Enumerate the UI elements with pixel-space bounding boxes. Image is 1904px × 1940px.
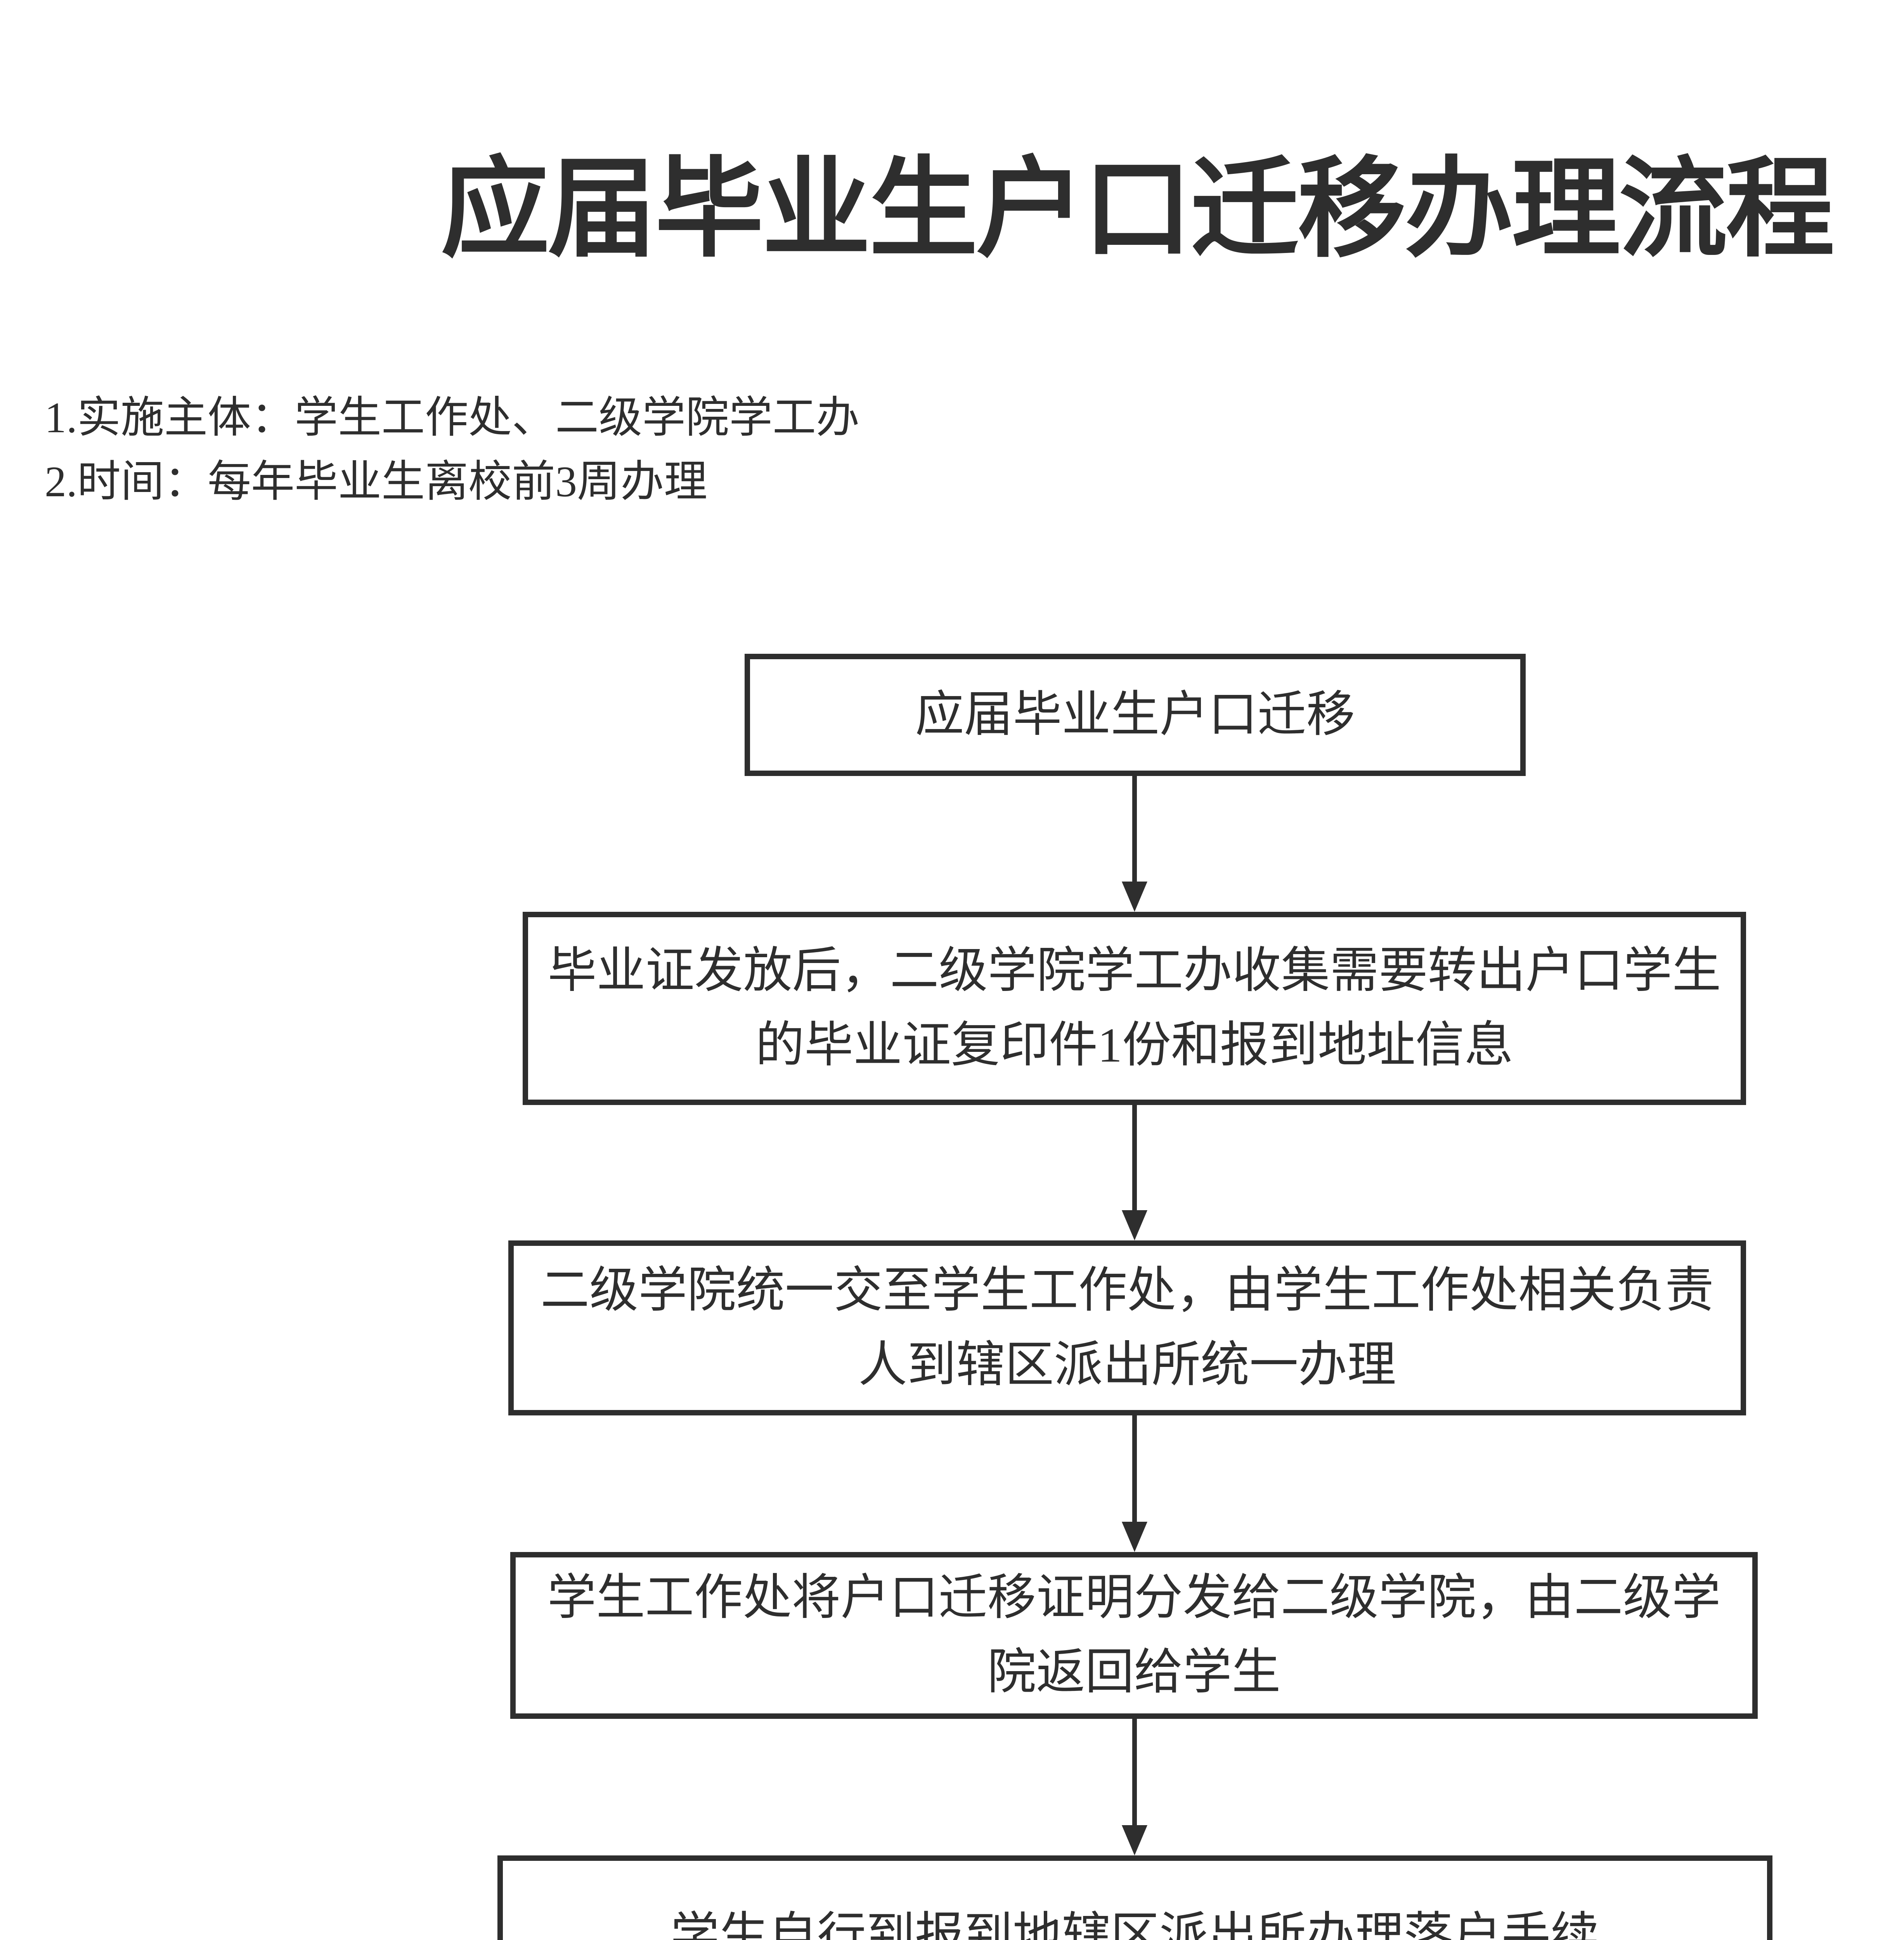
- note-time: 2.时间：每年毕业生离校前3周办理: [45, 458, 707, 506]
- flow-box-settle: 学生自行到报到地辖区派出所办理落户手续: [497, 1855, 1772, 1940]
- arrow-down-icon: [1122, 1210, 1147, 1240]
- flow-box-text: 二级学院统一交至学生工作处，由学生工作处相关负责: [541, 1263, 1714, 1318]
- flow-box-distribute: 学生工作处将户口迁移证明分发给二级学院，由二级学 院返回给学生: [510, 1552, 1758, 1719]
- arrow-line: [1132, 1105, 1137, 1213]
- flow-box-text: 人到辖区派出所统一办理: [858, 1338, 1396, 1392]
- flow-arrow-1: [1122, 776, 1147, 912]
- flow-box-text: 学生工作处将户口迁移证明分发给二级学院，由二级学: [547, 1571, 1721, 1625]
- arrow-down-icon: [1122, 1522, 1147, 1552]
- flow-box-text: 学生自行到报到地辖区派出所办理落户手续: [670, 1909, 1599, 1940]
- arrow-line: [1132, 1415, 1137, 1525]
- note-implementing-body: 1.实施主体：学生工作处、二级学院学工办: [45, 394, 859, 442]
- flow-box-text: 毕业证发放后，二级学院学工办收集需要转出户口学生: [547, 944, 1721, 998]
- flow-box-start: 应届毕业生户口迁移: [745, 654, 1526, 776]
- arrow-down-icon: [1122, 882, 1147, 912]
- flow-arrow-2: [1122, 1105, 1147, 1240]
- flow-box-collect: 毕业证发放后，二级学院学工办收集需要转出户口学生 的毕业证复印件1份和报到地址信…: [523, 912, 1746, 1105]
- flow-arrow-3: [1122, 1415, 1147, 1552]
- page-title: 应届毕业生户口迁移办理流程: [441, 149, 1835, 270]
- flow-box-text: 院返回给学生: [987, 1646, 1281, 1699]
- flow-arrow-4: [1122, 1719, 1147, 1855]
- flow-box-text: 的毕业证复印件1份和报到地址信息: [755, 1018, 1513, 1072]
- arrow-down-icon: [1122, 1825, 1147, 1855]
- arrow-line: [1132, 776, 1137, 885]
- flow-box-submit: 二级学院统一交至学生工作处，由学生工作处相关负责 人到辖区派出所统一办理: [508, 1240, 1746, 1415]
- flow-box-text: 应届毕业生户口迁移: [915, 688, 1355, 742]
- arrow-line: [1132, 1719, 1137, 1828]
